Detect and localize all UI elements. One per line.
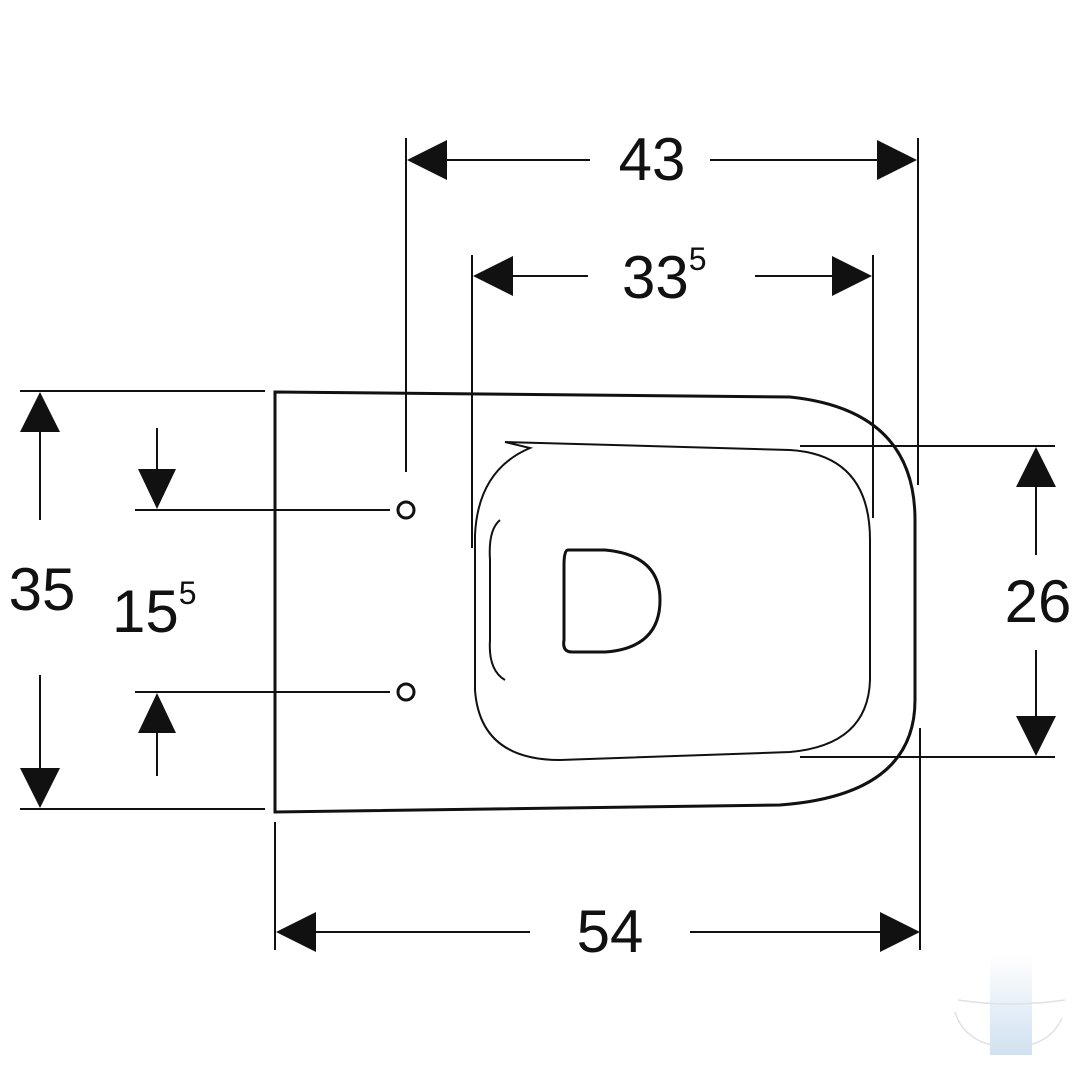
dim-label-hole-spacing: 155 xyxy=(112,575,197,645)
arrowhead xyxy=(138,469,176,509)
watermark-logo xyxy=(954,955,1066,1055)
bowl-outline xyxy=(273,390,917,814)
dim-label-width-bottom: 54 xyxy=(577,898,644,965)
mounting-hole-top xyxy=(396,500,416,520)
dim-label-height-right: 26 xyxy=(1005,568,1072,635)
rim-inner-curve xyxy=(488,519,506,681)
arrowhead xyxy=(832,256,872,296)
rim-outline xyxy=(474,441,871,762)
arrowhead xyxy=(20,392,60,432)
arrowhead xyxy=(20,768,60,808)
arrowhead xyxy=(1016,447,1056,487)
arrowhead xyxy=(276,912,316,952)
dim-label-width-top: 43 xyxy=(619,126,686,193)
arrowhead xyxy=(877,140,917,180)
dim-label-height-left: 35 xyxy=(9,556,76,623)
dim-label-width-inner: 335 xyxy=(622,241,707,311)
arrowhead xyxy=(473,256,513,296)
arrowhead xyxy=(407,140,447,180)
arrowhead xyxy=(1016,716,1056,756)
mounting-hole-bottom xyxy=(396,682,416,702)
arrowhead xyxy=(880,912,920,952)
drain-opening xyxy=(562,548,662,654)
arrowhead xyxy=(138,693,176,733)
